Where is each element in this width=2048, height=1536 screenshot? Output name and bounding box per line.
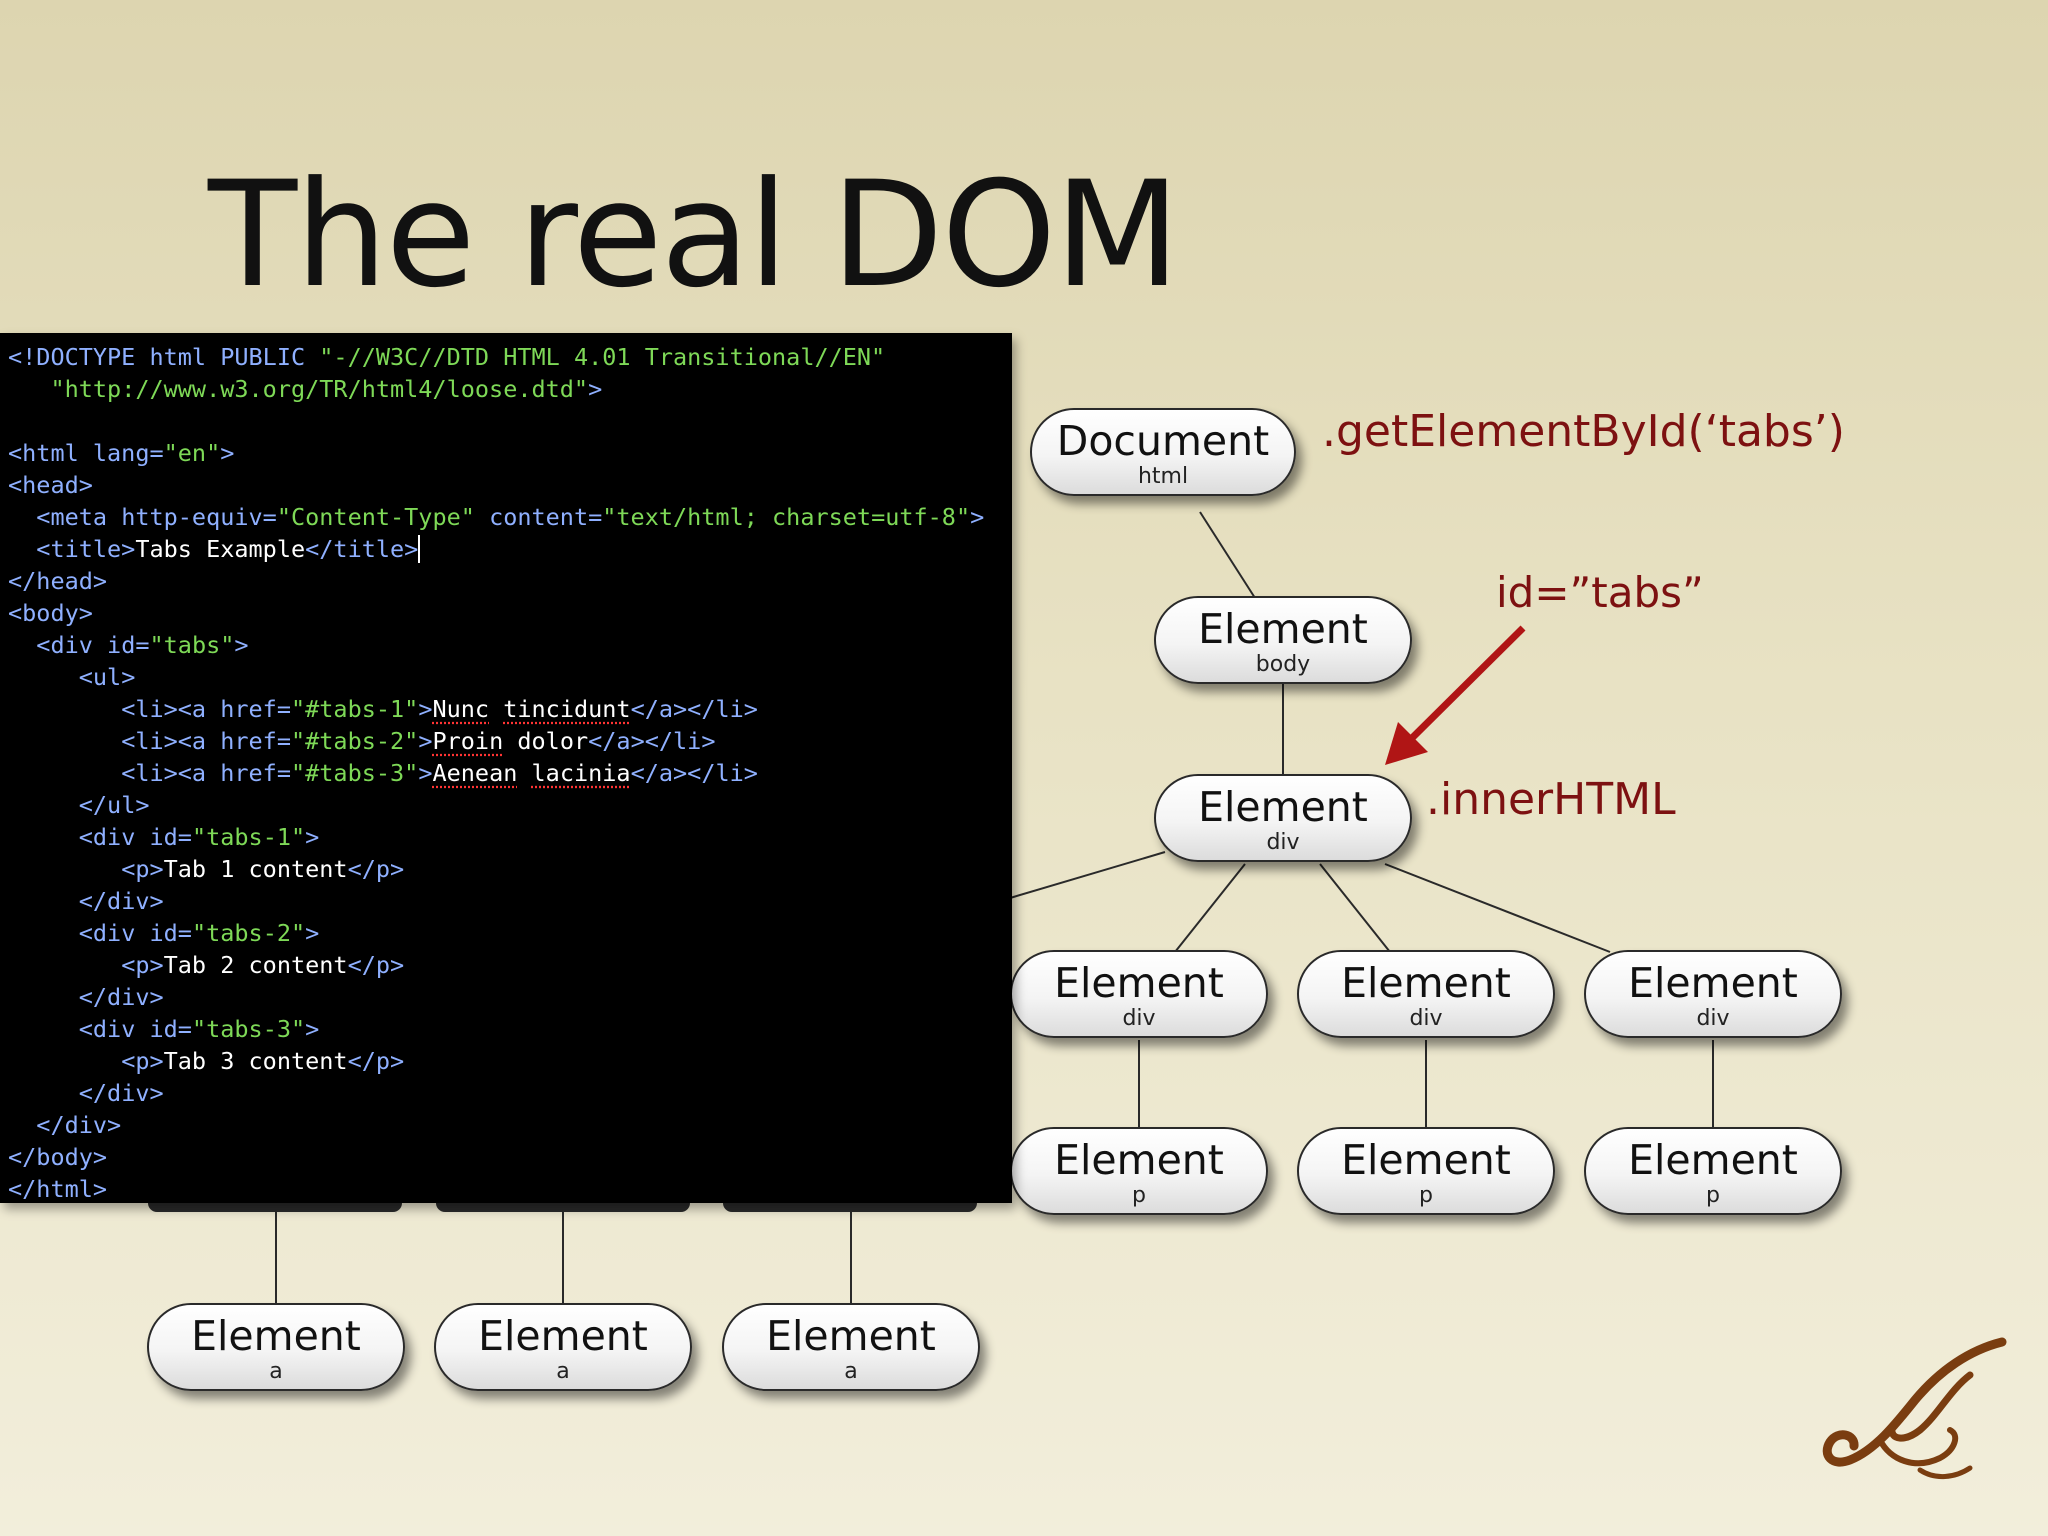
id-tabs-arrow xyxy=(1385,625,1526,765)
node-type: Element xyxy=(1341,1136,1511,1184)
node-tag: p xyxy=(1419,1183,1433,1208)
edge-div-div3 xyxy=(1384,863,1611,953)
tree-node-p-1: Element p xyxy=(1010,1127,1268,1215)
swirl-logo xyxy=(1822,1337,2007,1479)
code-panel: <!DOCTYPE html PUBLIC "-//W3C//DTD HTML … xyxy=(0,333,1012,1203)
code-doctype: <!DOCTYPE html PUBLIC xyxy=(8,343,306,371)
code-meta-http-equiv: "Content-Type" xyxy=(276,503,475,531)
tree-node-div-3: Element div xyxy=(1584,950,1842,1038)
node-tag: p xyxy=(1706,1183,1720,1208)
node-tag: div xyxy=(1266,830,1300,855)
code-panel-id: "tabs-1" xyxy=(191,823,306,851)
tree-node-p-2: Element p xyxy=(1297,1127,1555,1215)
code-link-text: Aenean xyxy=(432,759,518,787)
node-type: Document xyxy=(1056,417,1270,465)
tree-node-a-2: Element a xyxy=(434,1303,692,1391)
slide-title: The real DOM xyxy=(208,150,1180,320)
edge-div-div1 xyxy=(1174,863,1246,953)
node-type: Element xyxy=(1054,1136,1224,1184)
code-tabs-id: "tabs" xyxy=(149,631,235,659)
tree-node-div-2: Element div xyxy=(1297,950,1555,1038)
code-link-href: "#tabs-3" xyxy=(290,759,419,787)
code-link-href: "#tabs-2" xyxy=(290,727,419,755)
node-tag: div xyxy=(1122,1006,1156,1031)
code-listing: <!DOCTYPE html PUBLIC "-//W3C//DTD HTML … xyxy=(8,343,985,1203)
node-type: Element xyxy=(1198,783,1368,831)
code-panel-id: "tabs-2" xyxy=(191,919,306,947)
node-tag: html xyxy=(1137,464,1189,489)
code-link-text: Nunc xyxy=(432,695,490,723)
node-tag: div xyxy=(1409,1006,1443,1031)
code-link-text: dolor xyxy=(517,727,589,755)
tree-node-body: Element body xyxy=(1154,596,1412,684)
node-tag: a xyxy=(269,1359,283,1384)
node-tag: a xyxy=(844,1359,858,1384)
code-panel-id: "tabs-3" xyxy=(191,1015,306,1043)
text-cursor xyxy=(418,535,421,563)
edge-document-body xyxy=(1199,511,1256,599)
node-type: Element xyxy=(191,1312,361,1360)
node-tag: body xyxy=(1255,652,1311,677)
node-tag: div xyxy=(1696,1006,1730,1031)
edge-div-ul xyxy=(1009,851,1166,899)
code-page-title: Tabs Example xyxy=(135,535,306,563)
code-doctype-string: "-//W3C//DTD HTML 4.01 Transitional//EN" xyxy=(319,343,886,371)
node-type: Element xyxy=(1341,959,1511,1007)
tree-node-div-tabs: Element div xyxy=(1154,774,1412,862)
tree-node-p-3: Element p xyxy=(1584,1127,1842,1215)
node-type: Element xyxy=(478,1312,648,1360)
annotation-id-tabs: id=”tabs” xyxy=(1496,568,1704,617)
annotation-get-element-by-id: .getElementById(‘tabs’) xyxy=(1322,406,1845,457)
code-panel-content: Tab 3 content xyxy=(163,1047,348,1075)
node-type: Element xyxy=(1628,1136,1798,1184)
code-link-text: tincidunt xyxy=(503,695,631,723)
code-html-lang: "en" xyxy=(163,439,221,467)
node-type: Element xyxy=(1628,959,1798,1007)
code-link-href: "#tabs-1" xyxy=(290,695,419,723)
tree-node-a-1: Element a xyxy=(147,1303,405,1391)
tree-node-a-3: Element a xyxy=(722,1303,980,1391)
code-meta-content: "text/html; charset=utf-8" xyxy=(602,503,971,531)
node-tag: a xyxy=(556,1359,570,1384)
node-type: Element xyxy=(1054,959,1224,1007)
node-type: Element xyxy=(766,1312,936,1360)
tree-node-document: Document html xyxy=(1030,408,1296,496)
node-type: Element xyxy=(1198,605,1368,653)
tree-node-div-1: Element div xyxy=(1010,950,1268,1038)
code-link-text: Proin xyxy=(432,727,504,755)
node-tag: p xyxy=(1132,1183,1146,1208)
code-panel-content: Tab 1 content xyxy=(163,855,348,883)
code-dtd-url: "http://www.w3.org/TR/html4/loose.dtd" xyxy=(50,375,589,403)
code-link-text: lacinia xyxy=(531,759,631,787)
edge-div-div2 xyxy=(1319,863,1391,953)
code-panel-content: Tab 2 content xyxy=(163,951,348,979)
annotation-inner-html: .innerHTML xyxy=(1426,774,1676,825)
